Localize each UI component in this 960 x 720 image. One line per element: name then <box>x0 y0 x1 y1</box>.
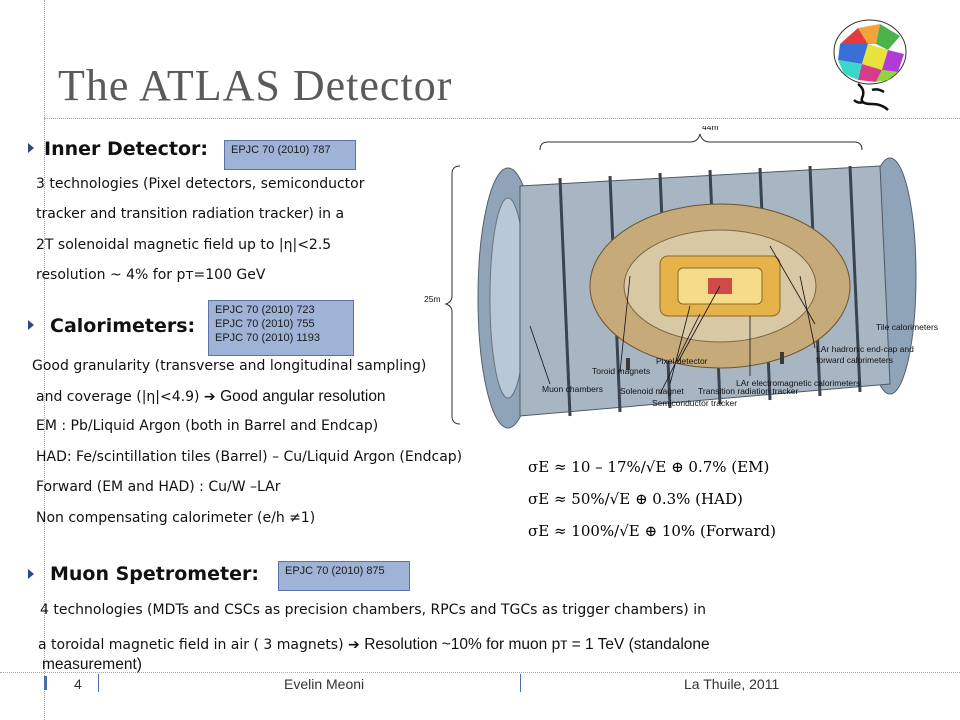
label-pixel-detector: Pixel detector <box>656 356 708 366</box>
footer-accent <box>44 676 47 690</box>
calorimeters-line-1: Good granularity (transverse and longitu… <box>32 358 427 374</box>
muon-spectrometer-heading: Muon Spetrometer: <box>50 563 259 585</box>
footer-author: Evelin Meoni <box>284 676 365 692</box>
label-lar-forward: forward calorimeters <box>816 355 893 365</box>
label-lar-hadronic: LAr hadronic end-cap and <box>816 344 914 354</box>
formula-had: σE ≈ 50%/√E ⊕ 0.3% (HAD) <box>528 490 743 508</box>
inner-detector-heading: Inner Detector: <box>44 138 208 160</box>
slide-title: The ATLAS Detector <box>58 61 453 110</box>
toroidal-field-text: a toroidal magnetic field in air ( 3 mag… <box>38 637 344 653</box>
label-tile-calorimeters: Tile calorimeters <box>876 322 938 332</box>
muon-line-2: a toroidal magnetic field in air ( 3 mag… <box>38 636 710 654</box>
formula-forward: σE ≈ 100%/√E ⊕ 10% (Forward) <box>528 522 776 540</box>
muon-resolution-text: Resolution ~10% for muon pᴛ = 1 TeV (sta… <box>364 636 710 653</box>
muon-line-3: measurement) <box>42 656 142 673</box>
calorimeters-reference-1: EPJC 70 (2010) 723 <box>215 304 315 316</box>
label-semiconductor-tracker: Semiconductor tracker <box>652 398 737 408</box>
calorimeters-line-2: and coverage (|η|<4.9) ➔ Good angular re… <box>36 388 386 406</box>
bullet-icon <box>28 569 34 579</box>
arrow-right-icon: ➔ <box>203 389 216 405</box>
height-dimension-brace <box>444 165 461 425</box>
inner-detector-line-4: resolution ~ 4% for pᴛ=100 GeV <box>36 267 266 283</box>
inner-detector-line-1: 3 technologies (Pixel detectors, semicon… <box>36 176 365 192</box>
label-solenoid-magnet: Solenoid magnet <box>620 386 684 396</box>
calorimeters-line-em: EM : Pb/Liquid Argon (both in Barrel and… <box>36 418 379 434</box>
calorimeters-reference-3: EPJC 70 (2010) 1193 <box>215 332 320 344</box>
formula-em: σE ≈ 10 – 17%/√E ⊕ 0.7% (EM) <box>528 458 770 476</box>
height-dimension-label: 25m <box>424 294 441 304</box>
footer-separator <box>520 674 521 692</box>
label-muon-chambers: Muon chambers <box>542 384 603 394</box>
label-lar-em: LAr electromagnetic calorimeters <box>736 378 860 388</box>
footer-rule <box>0 672 960 673</box>
calorimeters-heading: Calorimeters: <box>50 315 196 337</box>
inner-detector-reference: EPJC 70 (2010) 787 <box>224 140 356 170</box>
calorimeters-reference: EPJC 70 (2010) 723 EPJC 70 (2010) 755 EP… <box>208 300 354 356</box>
atlas-logo <box>833 19 907 111</box>
inner-detector-line-2: tracker and transition radiation tracker… <box>36 206 345 222</box>
angular-resolution-text: Good angular resolution <box>220 388 386 405</box>
muon-spectrometer-reference: EPJC 70 (2010) 875 <box>278 561 410 591</box>
calorimeters-line-had: HAD: Fe/scintillation tiles (Barrel) – C… <box>36 449 463 465</box>
atlas-detector-figure: 44m 25m Tile calorimeters LAr hadronic e… <box>424 126 938 429</box>
calorimeters-reference-2: EPJC 70 (2010) 755 <box>215 318 315 330</box>
footer-separator <box>98 674 99 692</box>
label-transition-radiation-tracker: Transition radiation tracker <box>698 386 798 396</box>
title-underline <box>44 118 960 119</box>
bullet-icon <box>28 143 34 153</box>
arrow-right-icon: ➔ <box>348 637 360 653</box>
inner-detector-line-3: 2T solenoidal magnetic field up to |η|<2… <box>36 237 332 253</box>
length-dimension-brace <box>539 133 863 151</box>
calorimeters-line-compensation: Non compensating calorimeter (e/h ≠1) <box>36 510 316 526</box>
coverage-text: and coverage (|η|<4.9) <box>36 389 200 405</box>
footer-event: La Thuile, 2011 <box>684 676 780 692</box>
length-dimension-label: 44m <box>702 126 719 132</box>
label-toroid-magnets: Toroid magnets <box>592 366 650 376</box>
muon-line-1: 4 technologies (MDTs and CSCs as precisi… <box>40 602 706 618</box>
calorimeters-line-forward: Forward (EM and HAD) : Cu/W –LAr <box>36 479 281 495</box>
left-guide-line <box>44 0 45 720</box>
bullet-icon <box>28 320 34 330</box>
page-number: 4 <box>74 676 82 692</box>
